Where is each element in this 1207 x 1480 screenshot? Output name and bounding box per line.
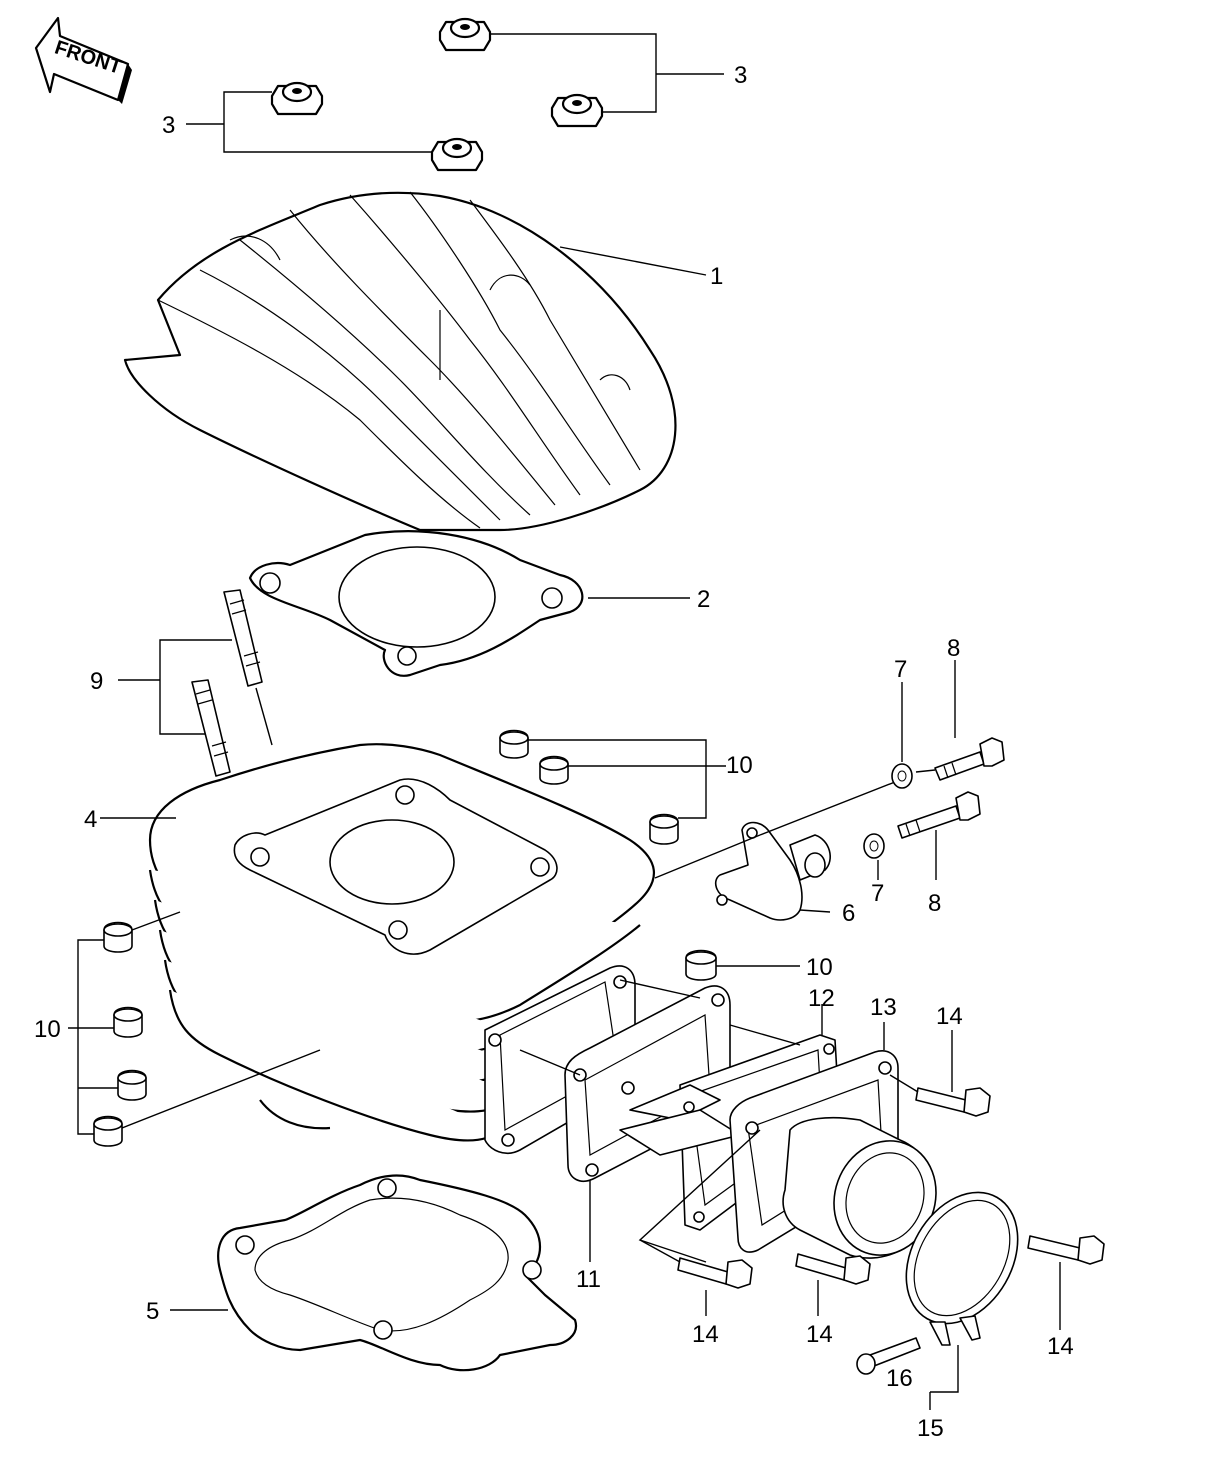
intake-manifold-icon <box>729 1050 937 1259</box>
dowel-pin-icon <box>685 949 717 981</box>
dowel-pin-icon <box>649 813 679 845</box>
callout-5: 5 <box>146 1298 159 1325</box>
callout-12: 12 <box>808 985 835 1012</box>
callout-10: 10 <box>806 954 833 981</box>
callout-11: 11 <box>576 1266 601 1293</box>
callout-10: 10 <box>34 1016 61 1043</box>
cap-nut-icon <box>550 93 604 128</box>
callout-9: 9 <box>90 668 103 695</box>
flange-bolt-icon <box>915 1087 991 1117</box>
stud-bolt-icon <box>223 589 263 687</box>
clamp-screw-icon <box>856 1337 921 1375</box>
callout-2: 2 <box>697 586 710 613</box>
callout-14: 14 <box>692 1321 719 1348</box>
callout-6: 6 <box>842 900 855 927</box>
callout-8: 8 <box>947 635 960 662</box>
callout-14: 14 <box>936 1003 963 1030</box>
flange-bolt-icon <box>795 1253 871 1285</box>
cylinder-head-icon <box>123 191 677 532</box>
front-arrow-icon: FRONT <box>34 16 132 104</box>
callout-8: 8 <box>928 890 941 917</box>
dowel-pin-icon <box>93 1115 123 1147</box>
cap-nut-icon <box>430 137 484 172</box>
base-gasket-icon <box>217 1174 578 1372</box>
callout-7: 7 <box>871 880 884 907</box>
callout-14: 14 <box>1047 1333 1074 1360</box>
callout-4: 4 <box>84 806 97 833</box>
cap-nut-icon <box>270 81 324 116</box>
head-gasket-icon <box>248 530 584 677</box>
flange-bolt-icon <box>934 737 1005 781</box>
cylinder-block-icon <box>148 743 655 1155</box>
callout-3: 3 <box>162 112 175 139</box>
dowel-pin-icon <box>117 1069 147 1101</box>
stud-bolt-icon <box>191 679 231 777</box>
lock-washer-icon <box>863 833 885 859</box>
callout-10: 10 <box>726 752 753 779</box>
callout-13: 13 <box>870 994 897 1021</box>
flange-bolt-icon <box>897 791 981 839</box>
callout-15: 15 <box>917 1415 944 1442</box>
callout-7: 7 <box>894 656 907 683</box>
callout-3: 3 <box>734 62 747 89</box>
cap-nut-icon <box>438 17 492 52</box>
callout-1: 1 <box>710 263 723 290</box>
dowel-pin-icon <box>499 729 529 759</box>
dowel-pin-icon <box>103 921 133 953</box>
dowel-pin-icon <box>539 755 569 785</box>
dowel-pin-icon <box>113 1006 143 1038</box>
flange-bolt-icon <box>1027 1235 1105 1265</box>
lock-washer-icon <box>891 763 913 789</box>
hose-clamp-icon <box>905 1191 1019 1346</box>
bracket-icon <box>714 821 831 921</box>
callout-16: 16 <box>886 1365 913 1392</box>
flange-bolt-icon <box>677 1257 753 1289</box>
callout-14: 14 <box>806 1321 833 1348</box>
